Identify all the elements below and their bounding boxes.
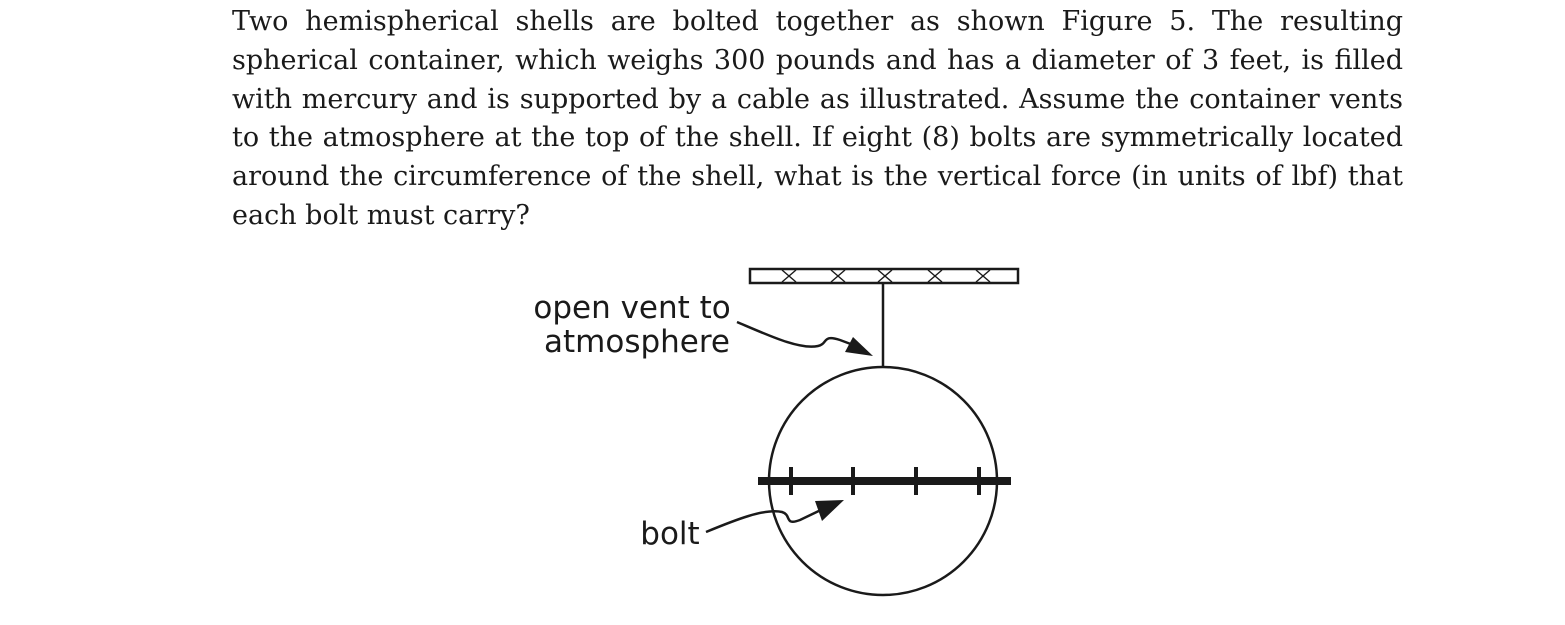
bolt-label: bolt	[640, 516, 699, 552]
bolt-arrow	[705, 500, 844, 534]
vent-arrow	[736, 320, 873, 356]
bolt-marks	[789, 467, 981, 495]
spherical-container	[767, 365, 999, 597]
problem-statement: Two hemispherical shells are bolted toge…	[232, 6, 1403, 231]
vent-label: open vent to atmosphere	[533, 290, 740, 360]
vent-label-line2: atmosphere	[544, 324, 730, 360]
ceiling-support	[748, 267, 1020, 285]
vent-label-line1: open vent to	[533, 290, 730, 326]
bolted-flange	[758, 467, 1011, 495]
